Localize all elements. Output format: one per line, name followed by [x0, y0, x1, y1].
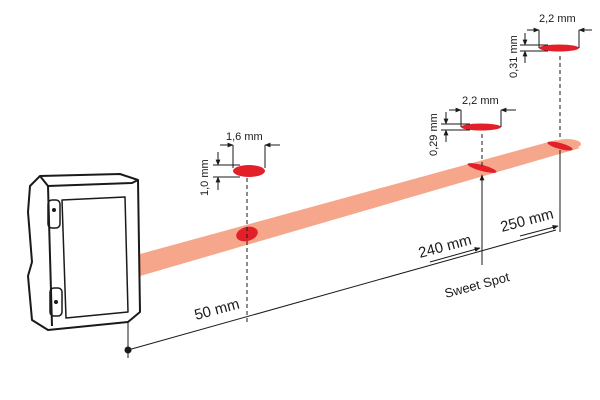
spot-mid-height-label: 0,29 mm [428, 113, 440, 156]
spot-near-width-label: 1,6 mm [226, 131, 263, 143]
distance-far-label: 250 mm [499, 205, 556, 235]
sensor-housing [27, 173, 141, 331]
spot-mid-ellipse [461, 123, 501, 131]
spot-mid-width-label: 2,2 mm [462, 95, 499, 107]
spot-detail-mid [441, 107, 516, 142]
spot-near-ellipse [233, 165, 265, 177]
beam-spot-far [547, 141, 573, 151]
beam-spot-mid [467, 163, 497, 173]
axis-origin-dot [124, 346, 132, 354]
spot-detail-far [520, 27, 592, 63]
spot-far-width-label: 2,2 mm [539, 13, 576, 25]
distance-near-label: 50 mm [193, 296, 242, 324]
dist-arrow-240 [429, 247, 481, 263]
sweet-spot-label: Sweet Spot [443, 269, 511, 301]
spot-near-height-label: 1,0 mm [199, 159, 211, 196]
spot-far-ellipse [539, 44, 579, 52]
dist-arrow-250 [519, 225, 559, 237]
spot-detail-near [213, 142, 280, 190]
laser-beam [140, 140, 580, 276]
spot-far-height-label: 0,31 mm [508, 35, 520, 78]
